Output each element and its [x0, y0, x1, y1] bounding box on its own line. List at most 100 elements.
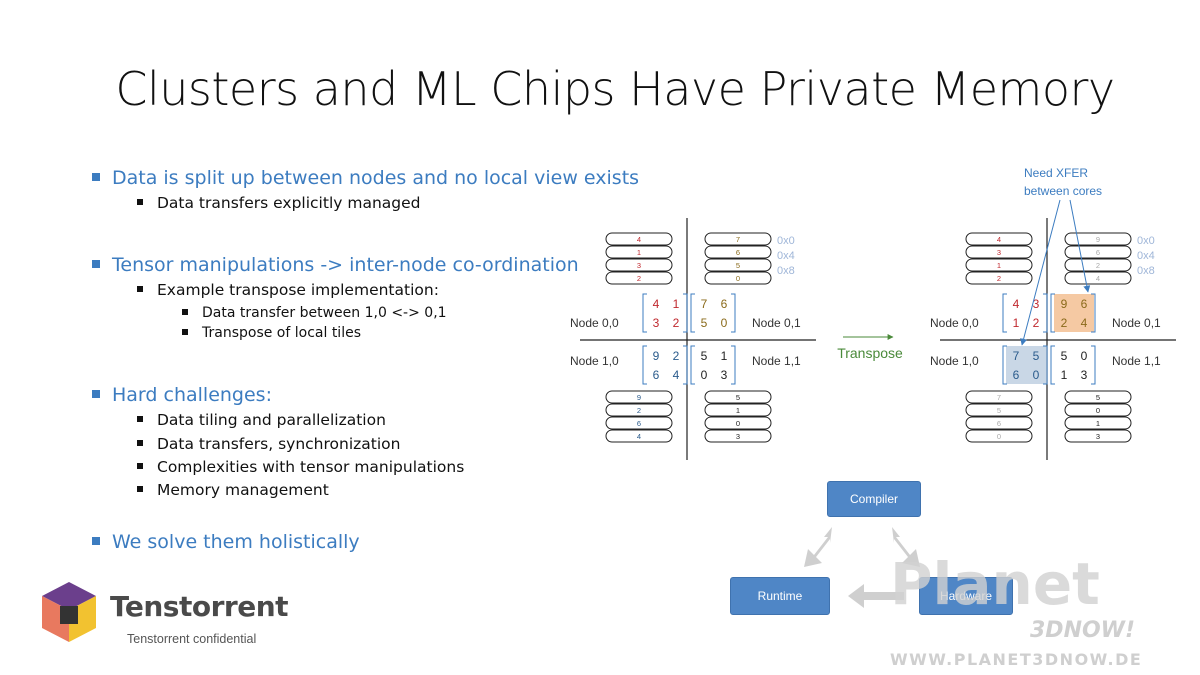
memory-value: 2 — [637, 406, 641, 415]
node-label-1-1: Node 1,1 — [1112, 354, 1161, 368]
tile-value: 1 — [673, 297, 680, 311]
tile-value: 6 — [1013, 368, 1020, 382]
bullet-text: Data transfer between 1,0 <-> 0,1 — [202, 305, 447, 321]
runtime-box: Runtime — [730, 577, 830, 615]
memory-cell — [605, 429, 673, 443]
memory-value: 1 — [637, 248, 641, 257]
address-label: 0x8 — [1137, 265, 1155, 277]
tile-value: 6 — [721, 297, 728, 311]
address-label: 0x4 — [777, 250, 795, 262]
memory-value: 2 — [637, 274, 641, 283]
memory-cell — [965, 232, 1033, 246]
memory-cell — [965, 416, 1033, 430]
tile-value: 0 — [1081, 349, 1088, 363]
tile-value: 0 — [721, 316, 728, 330]
callout-line-1: Need XFER — [1024, 166, 1088, 180]
memory-value: 1 — [997, 261, 1001, 270]
bullet-text: Example transpose implementation: — [157, 281, 439, 299]
confidential-label: Tenstorrent confidential — [127, 632, 257, 646]
tile-value: 0 — [1033, 368, 1040, 382]
tile-value: 4 — [1013, 297, 1020, 311]
tile-right-bracket — [683, 345, 688, 385]
hardware-box: Hardware — [919, 577, 1013, 615]
memory-cell — [704, 416, 772, 430]
tile-left-bracket — [1050, 345, 1055, 385]
tile-value: 1 — [1061, 368, 1068, 382]
tenstorrent-logo-icon — [42, 582, 96, 642]
memory-value: 0 — [997, 432, 1001, 441]
bullet-data-split: Data is split up between nodes and no lo… — [92, 167, 639, 189]
memory-cell — [704, 271, 772, 285]
memory-cell — [1064, 416, 1132, 430]
bullet-text: We solve them holistically — [112, 531, 360, 553]
tile-left-bracket — [690, 293, 695, 333]
memory-cell — [605, 271, 673, 285]
bullet-marker — [92, 173, 100, 181]
memory-value: 3 — [997, 248, 1001, 257]
tile-right-bracket — [731, 345, 736, 385]
arrow-compiler-hardware — [892, 527, 920, 567]
address-label: 0x0 — [1137, 235, 1155, 247]
transpose-label: Transpose — [837, 345, 903, 361]
callout-arrow-to-node-01 — [1069, 199, 1091, 293]
tile-value: 3 — [1033, 297, 1040, 311]
memory-value: 2 — [1096, 261, 1100, 270]
address-label: 0x0 — [777, 235, 795, 247]
tile-value: 9 — [653, 349, 660, 363]
tile-value: 1 — [721, 349, 728, 363]
memory-cell — [1064, 403, 1132, 417]
bullet-marker — [92, 537, 100, 545]
sub-bullet-sync: Data transfers, synchronization — [137, 435, 400, 453]
tile-value: 1 — [1013, 316, 1020, 330]
tile-right-bracket — [683, 293, 688, 333]
memory-value: 4 — [997, 235, 1001, 244]
bullet-marker — [137, 286, 143, 292]
memory-value: 6 — [637, 419, 641, 428]
memory-cell — [1064, 245, 1132, 259]
tile-value: 9 — [1061, 297, 1068, 311]
flow-cycle-arrows — [804, 527, 920, 608]
bullet-marker — [137, 440, 143, 446]
bullet-text: Tensor manipulations -> inter-node co-or… — [112, 254, 579, 276]
bullet-text: Data transfers explicitly managed — [157, 194, 421, 212]
memory-cell — [965, 245, 1033, 259]
tile-value: 7 — [701, 297, 708, 311]
bullet-solve-holistically: We solve them holistically — [92, 531, 360, 553]
node-label-0-0: Node 0,0 — [930, 316, 979, 330]
memory-cell — [704, 403, 772, 417]
memory-cell — [965, 258, 1033, 272]
bullet-marker — [182, 309, 188, 315]
tile-value: 3 — [653, 316, 660, 330]
bullet-marker — [137, 199, 143, 205]
tile-left-bracket — [1050, 293, 1055, 333]
tile-value: 6 — [653, 368, 660, 382]
bullet-marker — [137, 416, 143, 422]
tile-value: 7 — [1013, 349, 1020, 363]
memory-cell — [605, 245, 673, 259]
memory-cell — [605, 258, 673, 272]
memory-value: 5 — [736, 261, 740, 270]
callout-arrow-to-node-10 — [1020, 199, 1061, 346]
memory-cell — [605, 403, 673, 417]
bullet-hard-challenges: Hard challenges: — [92, 384, 272, 406]
bullet-text: Transpose of local tiles — [202, 325, 361, 341]
memory-value: 3 — [1096, 432, 1100, 441]
memory-value: 0 — [736, 419, 740, 428]
compiler-box: Compiler — [827, 481, 921, 517]
memory-cell — [605, 416, 673, 430]
tile-value: 3 — [1081, 368, 1088, 382]
tenstorrent-logo-text: Tenstorrent — [110, 590, 289, 623]
memory-cell — [965, 271, 1033, 285]
sub-bullet-memory: Memory management — [137, 481, 329, 499]
bullet-text: Hard challenges: — [112, 384, 272, 406]
tile-left-bracket — [1002, 345, 1007, 385]
memory-value: 2 — [997, 274, 1001, 283]
memory-value: 9 — [1096, 235, 1100, 244]
memory-cell — [704, 245, 772, 259]
tile-right-bracket — [1043, 293, 1048, 333]
memory-cell — [605, 390, 673, 404]
sub-bullet-transfers-managed: Data transfers explicitly managed — [137, 194, 421, 212]
bullet-tensor-manipulations: Tensor manipulations -> inter-node co-or… — [92, 254, 579, 276]
tile-left-bracket — [690, 345, 695, 385]
